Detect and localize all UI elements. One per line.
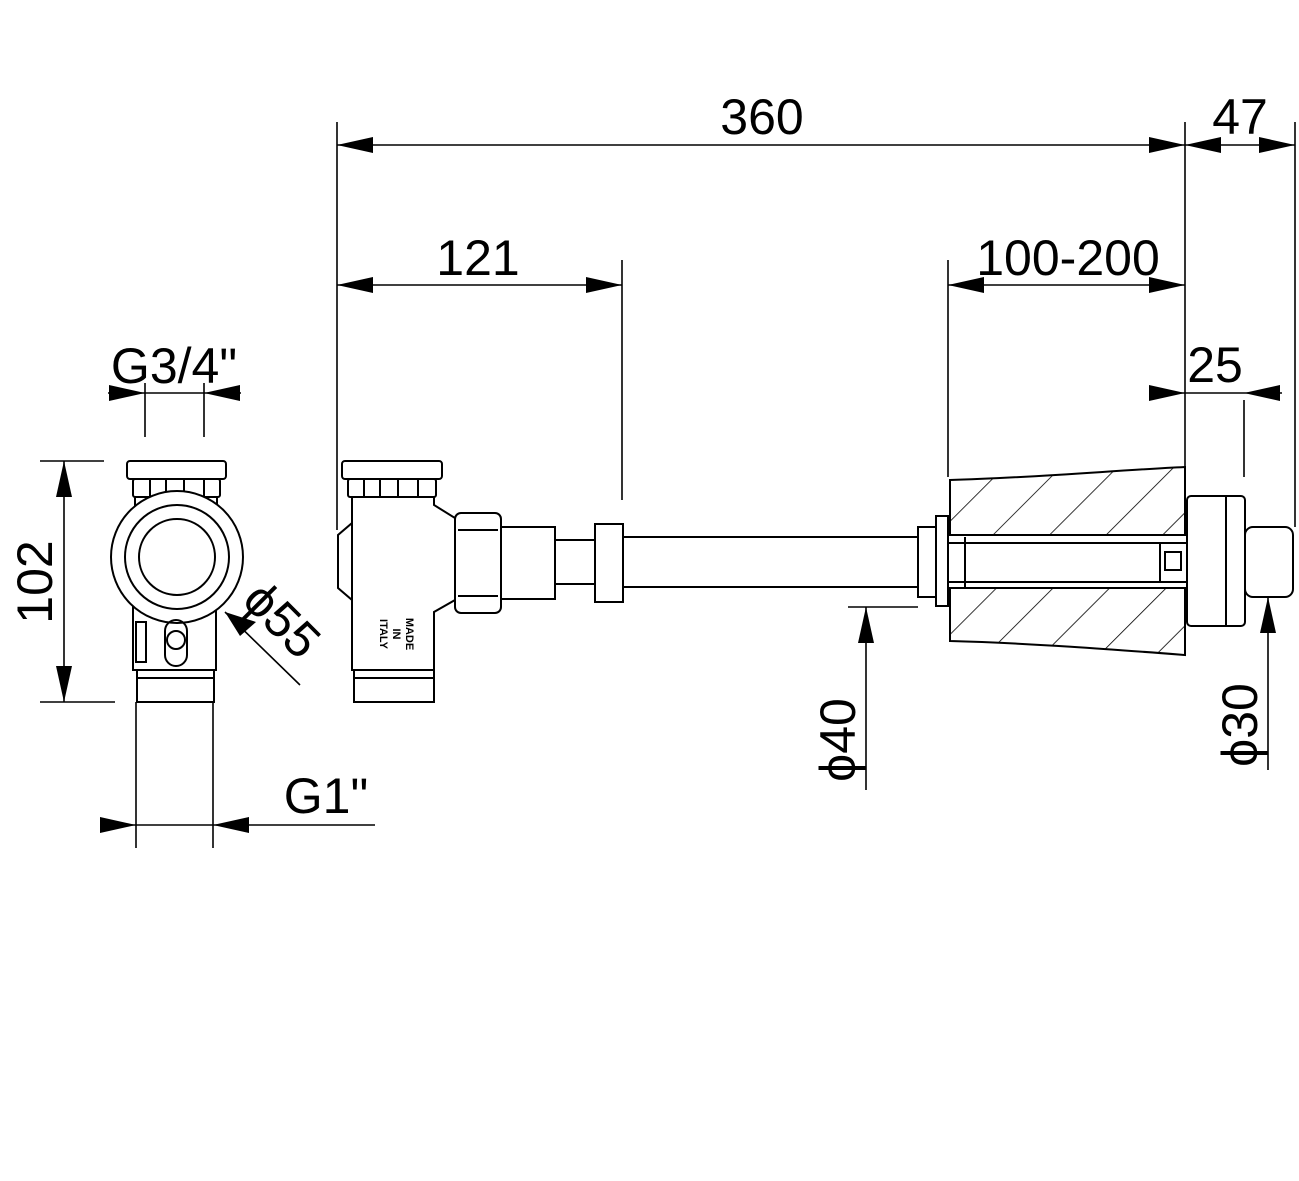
marking-line-2: IN — [390, 629, 402, 640]
dim-height: 102 — [7, 540, 63, 623]
dim-outlet-thread: G1" — [284, 768, 368, 824]
dim-inlet-thread: G3/4" — [111, 338, 237, 394]
dim-pipe-diameter: ϕ40 — [810, 698, 866, 782]
dim-body-diameter: ϕ55 — [233, 571, 332, 670]
dim-overall-length: 360 — [720, 89, 803, 145]
side-view — [110, 460, 244, 703]
dim-button-projection: 25 — [1187, 337, 1243, 393]
body-marking: MADE IN ITALY — [377, 618, 415, 650]
dimension-labels: 360 47 121 100-200 25 G3/4" 102 ϕ55 G1" … — [7, 89, 1268, 824]
dim-inlet-offset: 121 — [436, 230, 519, 286]
dim-cap-depth: 47 — [1212, 89, 1268, 145]
dim-wall-range: 100-200 — [976, 230, 1160, 286]
marking-line-1: MADE — [403, 618, 415, 650]
marking-line-3: ITALY — [377, 619, 389, 650]
dimension-lines — [40, 122, 1296, 848]
dim-button-diameter: ϕ30 — [1212, 683, 1268, 767]
front-view — [337, 460, 1294, 703]
